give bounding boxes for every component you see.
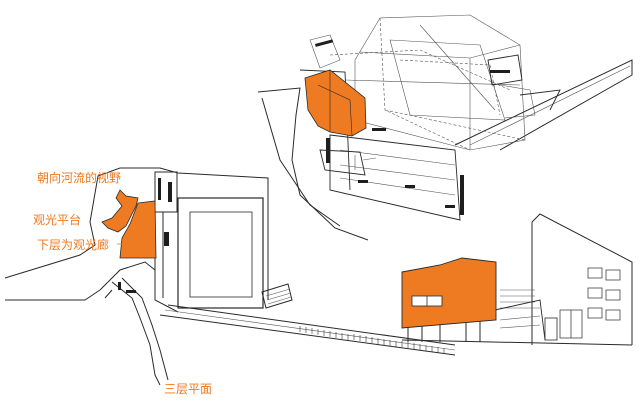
river-view-label: 朝向河流的视野: [37, 171, 122, 185]
axonometric-drawing: [257, 14, 633, 241]
elevation-highlight: [401, 257, 497, 329]
perspective-elevation-drawing: [401, 213, 633, 346]
ramp-hatching: [299, 326, 445, 354]
plan-highlights: [101, 189, 157, 259]
view-arrow-icon: [101, 189, 139, 233]
viewing-platform-label: 观光平台: [33, 213, 82, 227]
third-floor-plan-title: 三层平面: [164, 382, 213, 396]
axonometric-highlight: [304, 69, 367, 137]
third-floor-plan-drawing: [4, 167, 456, 386]
axon-orange-volume: [304, 69, 367, 137]
elevation-orange-block: [401, 257, 497, 329]
lower-gallery-label: 下层为观光廊: [37, 238, 110, 252]
